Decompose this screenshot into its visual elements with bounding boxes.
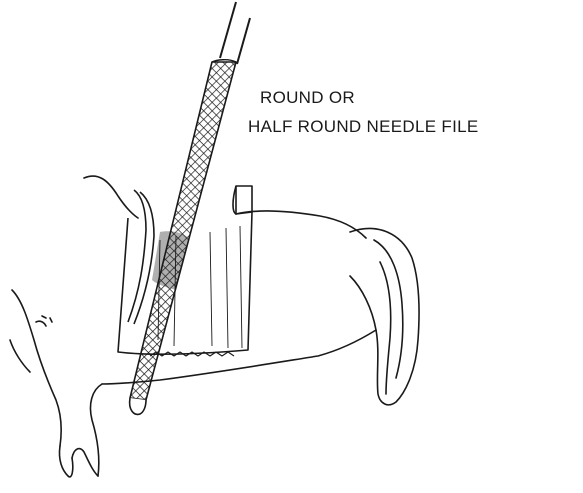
file-type-label-line-1: ROUND OR — [260, 88, 355, 108]
file-contact-shading — [152, 231, 188, 290]
subject-outline — [10, 176, 419, 477]
file-handle-lines — [220, 2, 250, 64]
file-type-label-line-2: HALF ROUND NEEDLE FILE — [248, 117, 478, 137]
